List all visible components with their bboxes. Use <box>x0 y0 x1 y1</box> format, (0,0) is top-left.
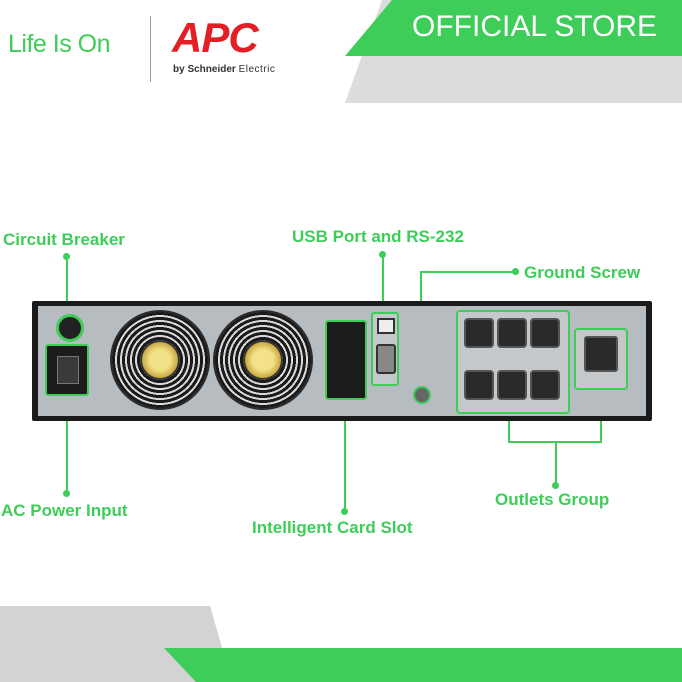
intelligent-card-slot <box>325 320 367 400</box>
schneider-byline: by Schneider Electric <box>173 64 275 75</box>
outlet <box>530 370 560 400</box>
outlets-bracket-left <box>508 410 510 442</box>
circuit-breaker-dot <box>63 253 70 260</box>
label-usb-port: USB Port and RS-232 <box>292 227 464 246</box>
outlets-stem <box>555 441 557 485</box>
ground-screw-hline <box>420 271 514 273</box>
ac-input-dot <box>63 490 70 497</box>
label-ground-screw: Ground Screw <box>524 263 641 282</box>
usb-dot <box>379 251 386 258</box>
usb-rs232-group <box>371 312 399 386</box>
circuit-breaker-line <box>66 258 68 318</box>
header-divider <box>150 16 151 82</box>
outlet <box>530 318 560 348</box>
label-circuit-breaker: Circuit Breaker <box>3 230 125 249</box>
ground-screw-dot <box>512 268 519 275</box>
outlet <box>464 370 494 400</box>
high-power-output <box>574 328 628 390</box>
official-store-title: OFFICIAL STORE <box>412 10 658 43</box>
usb-line <box>382 256 384 316</box>
ac-input-line <box>66 395 68 495</box>
outlets-dot <box>552 482 559 489</box>
circuit-breaker-knob <box>56 314 84 342</box>
fan-left-hub <box>140 340 180 380</box>
card-slot-line <box>344 396 346 511</box>
fan-right-hub <box>243 340 283 380</box>
footer-green-stripe <box>164 648 682 682</box>
header-shapes <box>0 0 682 103</box>
apc-logo: APC <box>172 14 259 61</box>
card-slot-dot <box>341 508 348 515</box>
byline-by: by Schneider <box>173 64 236 75</box>
outlet <box>497 318 527 348</box>
label-outlets-group: Outlets Group <box>495 490 610 509</box>
outlet <box>497 370 527 400</box>
header-green-banner <box>345 0 682 56</box>
fan-left <box>110 310 210 410</box>
ac-input-port <box>45 344 89 396</box>
fan-right <box>213 310 313 410</box>
life-is-on-tagline: Life Is On <box>8 30 111 58</box>
header-white-panel <box>0 0 382 103</box>
outlet <box>464 318 494 348</box>
ground-screw <box>413 386 431 404</box>
outlet-group <box>456 310 570 414</box>
label-intelligent-card-slot: Intelligent Card Slot <box>252 518 413 537</box>
footer-shapes <box>164 606 682 682</box>
label-ac-power-input: AC Power Input <box>1 501 128 520</box>
outlets-bracket-right <box>600 410 602 442</box>
cert-marks <box>406 318 446 368</box>
byline-electric: Electric <box>238 64 276 75</box>
